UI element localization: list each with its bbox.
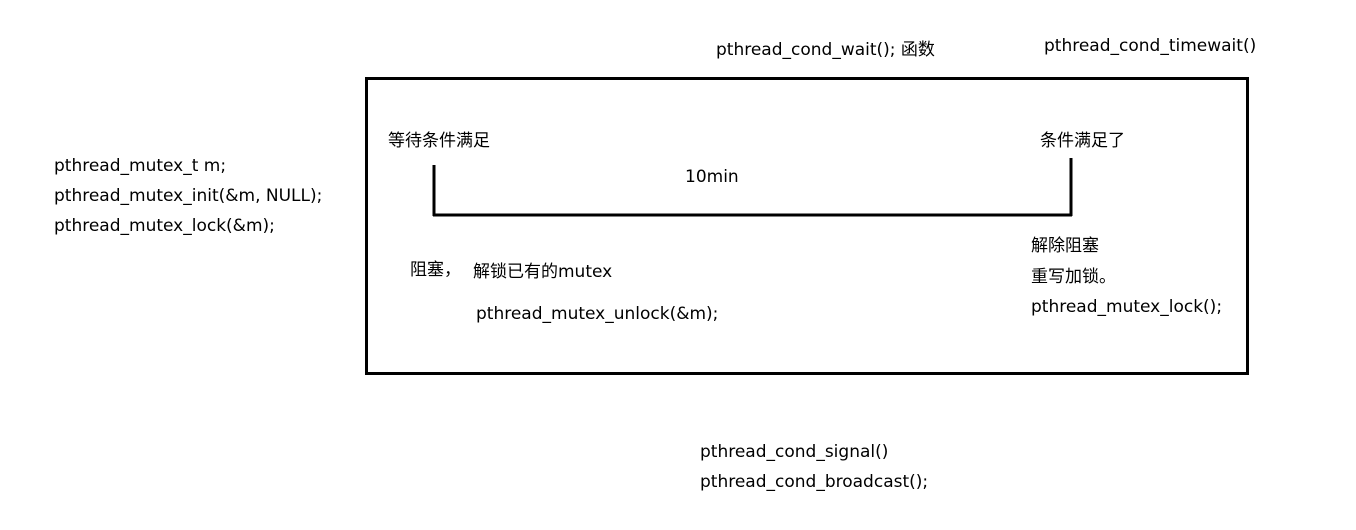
cond-signal-label: pthread_cond_signal(): [700, 442, 889, 462]
mutex-unlock-call: pthread_mutex_unlock(&m);: [476, 304, 719, 324]
mutex-declaration: pthread_mutex_t m;: [54, 156, 227, 176]
relock-label: 重写加锁。: [1031, 267, 1116, 287]
mutex-relock-call: pthread_mutex_lock();: [1031, 297, 1223, 317]
cond-broadcast-label: pthread_cond_broadcast();: [700, 472, 929, 492]
condition-met-label: 条件满足了: [1040, 131, 1125, 151]
cond-wait-label: pthread_cond_wait(); 函数: [716, 40, 935, 60]
unblock-label: 解除阻塞: [1031, 236, 1099, 256]
wait-process-box: [365, 77, 1249, 375]
mutex-lock-call: pthread_mutex_lock(&m);: [54, 216, 275, 236]
blocked-label: 阻塞，: [410, 260, 461, 280]
duration-label: 10min: [685, 167, 739, 187]
cond-timewait-label: pthread_cond_timewait(): [1044, 36, 1257, 56]
mutex-init-call: pthread_mutex_init(&m, NULL);: [54, 186, 323, 206]
unlock-description: 解锁已有的mutex: [473, 262, 613, 282]
waiting-condition-label: 等待条件满足: [388, 131, 490, 151]
